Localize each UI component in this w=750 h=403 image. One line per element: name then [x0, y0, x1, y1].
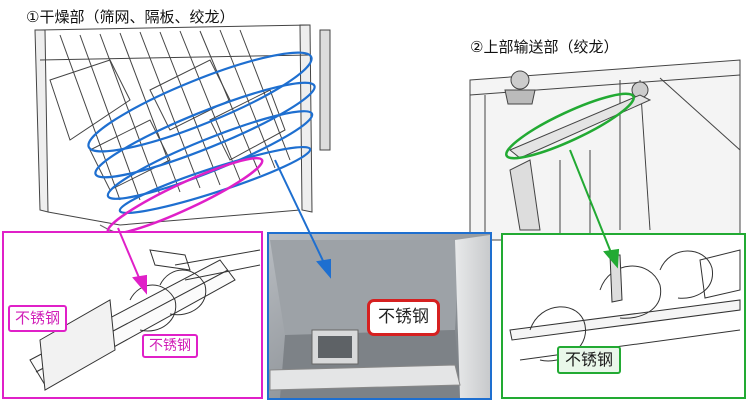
upper-auger-highlight-ellipse	[505, 92, 635, 160]
green-callout-arrow	[569, 149, 620, 269]
upper-conveyor-section-title: ②上部输送部（绞龙）	[470, 38, 619, 56]
auger-highlight-ellipse	[106, 156, 264, 236]
dryer-section-title: ①干燥部（筛网、隔板、绞龙）	[26, 8, 235, 26]
stainless-label-pink-main: 不锈钢	[8, 305, 68, 332]
sieve-highlight-ellipses	[87, 51, 316, 215]
stainless-label-blue: 不锈钢	[367, 299, 440, 336]
upper-auger-closeup-drawing	[509, 249, 741, 362]
blue-callout-arrow	[274, 159, 331, 279]
conveyor-frame-drawing	[469, 59, 741, 241]
pink-callout-arrow	[117, 227, 147, 295]
stainless-label-green: 不锈钢	[557, 346, 622, 374]
stainless-label-pink-small: 不锈钢	[142, 334, 198, 358]
dryer-frame-drawing	[34, 24, 331, 301]
